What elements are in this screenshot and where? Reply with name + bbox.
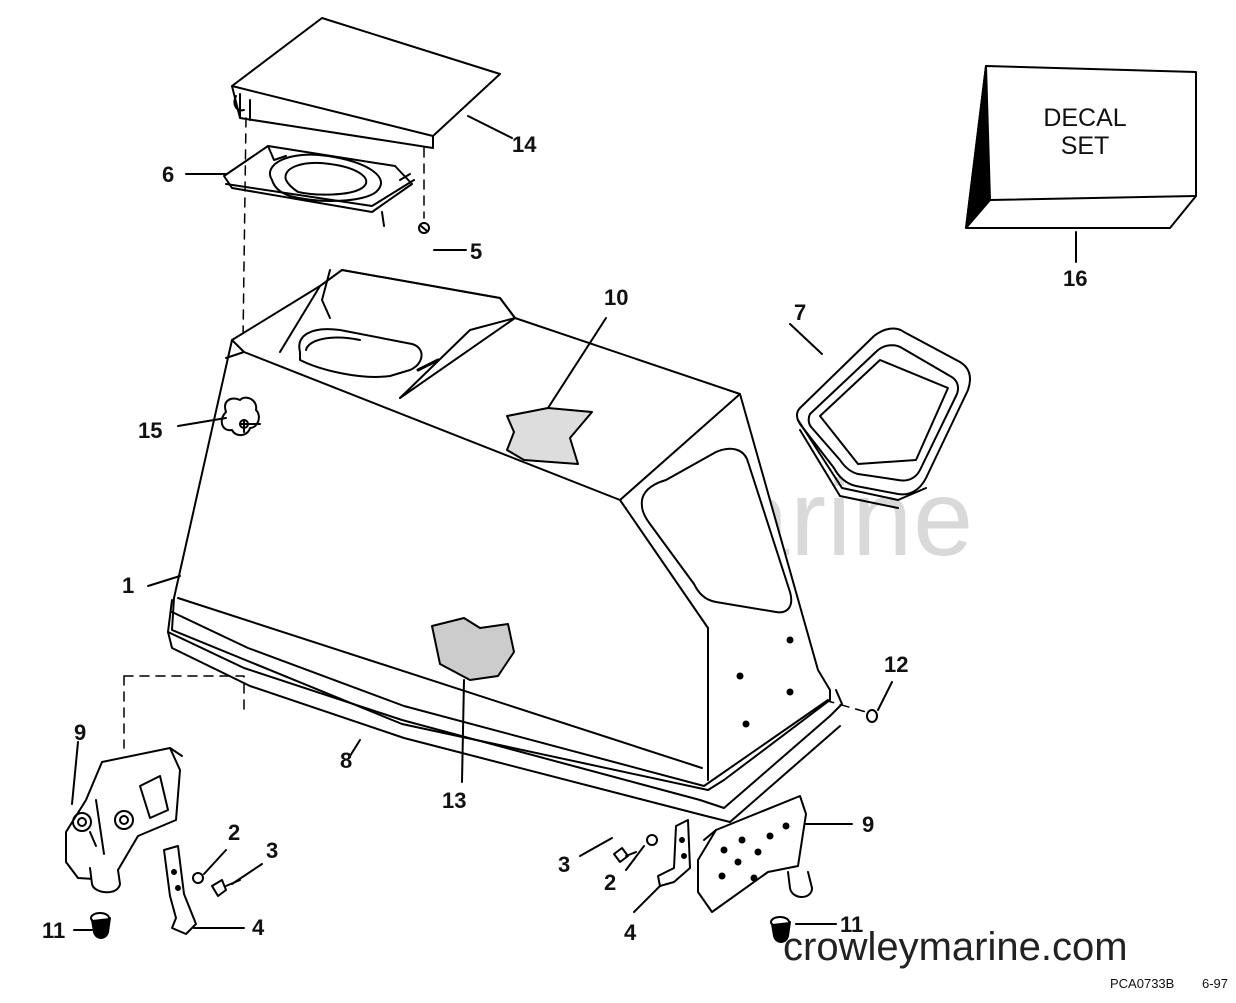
plug-part-12	[866, 681, 893, 723]
decal-set-label: DECAL SET	[1000, 104, 1170, 160]
callout-15: 15	[138, 418, 163, 443]
mount-bracket-left-part-9	[65, 741, 183, 894]
callout-4-right: 4	[624, 920, 637, 945]
callout-2-left: 2	[228, 820, 241, 845]
drawing-date: 6-97	[1202, 976, 1229, 991]
callout-16: 16	[1063, 266, 1088, 291]
callout-4-left: 4	[252, 915, 265, 940]
callout-11-right: 11	[840, 912, 864, 937]
decal-set-part-16	[965, 65, 1197, 263]
foam-part-10	[506, 317, 607, 465]
mount-bracket-right-part-9	[697, 795, 853, 913]
washer-screw-right-parts-2-3	[579, 834, 658, 871]
strap-right-part-4	[633, 819, 691, 913]
callout-9-left: 9	[74, 720, 87, 745]
screw-part-5	[418, 222, 467, 251]
engine-cover-part-1	[147, 269, 831, 791]
callout-11-left: 11	[42, 918, 66, 943]
callout-3-right: 3	[558, 852, 571, 877]
gasket-part-7	[789, 323, 971, 509]
callout-1: 1	[122, 573, 135, 598]
strap-left-part-4	[163, 845, 245, 935]
decal-line-1: DECAL	[1043, 104, 1127, 132]
filter-plate-part-6	[185, 145, 415, 227]
rubber-mount-left-part-11	[73, 912, 111, 939]
callout-7: 7	[794, 300, 807, 325]
callout-12: 12	[884, 652, 909, 677]
rubber-mount-right-part-11	[770, 916, 837, 943]
callout-10: 10	[604, 285, 629, 310]
callout-13: 13	[442, 788, 467, 813]
callout-6: 6	[162, 162, 175, 187]
seal-part-8	[167, 599, 843, 823]
washer-screw-left-parts-2-3	[192, 849, 263, 897]
callout-8: 8	[340, 748, 353, 773]
foam-part-13	[431, 617, 515, 783]
drawing-code: PCA0733B	[1110, 976, 1175, 991]
callout-5: 5	[470, 239, 483, 264]
callout-14: 14	[512, 132, 537, 157]
website-link[interactable]: crowleymarine.com	[783, 925, 1128, 969]
knob-part-15	[177, 396, 261, 436]
decal-line-2: SET	[1060, 132, 1110, 160]
callout-3-left: 3	[266, 838, 279, 863]
top-cover-part-14	[231, 17, 513, 149]
callout-2-right: 2	[604, 870, 617, 895]
callout-9-right: 9	[862, 812, 875, 837]
